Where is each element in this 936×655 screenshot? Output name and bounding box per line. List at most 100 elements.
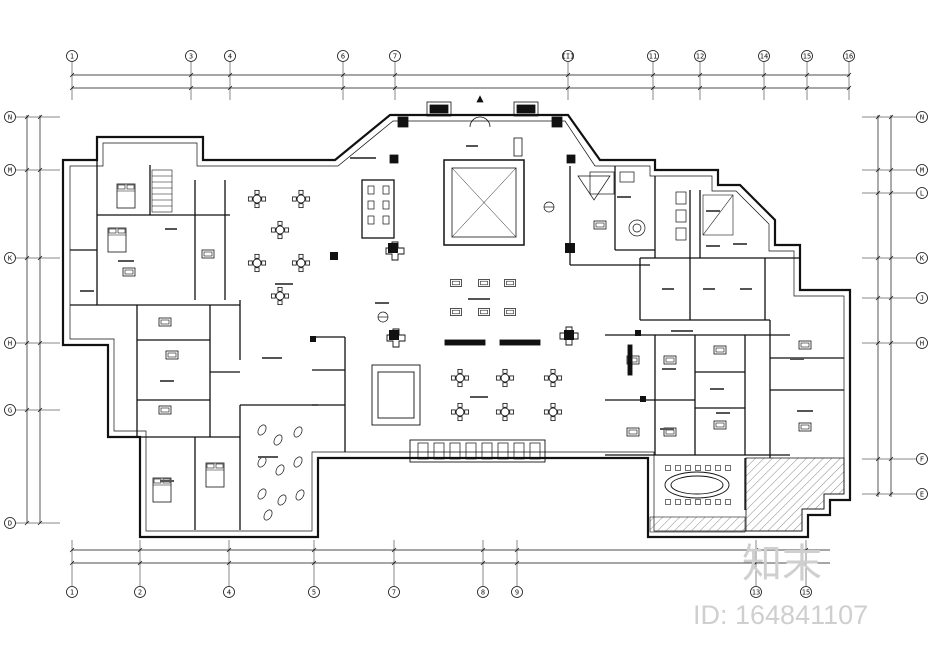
grid-top-9-label: 15 — [803, 53, 811, 61]
event-chair — [257, 424, 267, 436]
grid-right-6-label: F — [920, 456, 924, 464]
grid-left-5-label: D — [8, 520, 12, 528]
annotation-marks — [80, 145, 813, 482]
grid-top-6-label: 11 — [649, 53, 657, 61]
grid-top-5: III — [562, 50, 574, 62]
grid-bottom-0: 1 — [66, 586, 78, 598]
dining-table-4 — [495, 402, 515, 422]
grid-right-4-label: J — [920, 295, 924, 303]
grid-bottom-5: 8 — [477, 586, 489, 598]
grid-right-1: M — [916, 164, 928, 176]
booth-seat — [465, 442, 477, 460]
grid-left-4: G — [4, 404, 16, 416]
grid-bottom-8: 15 — [800, 586, 812, 598]
event-chair — [257, 488, 267, 500]
watermark: 知末 ID: 164841107 — [693, 542, 868, 630]
lounge-sofa-10 — [798, 340, 812, 350]
dining-table-5 — [543, 402, 563, 422]
lobby-sofa-4 — [478, 308, 490, 316]
booth-seat — [497, 442, 509, 460]
booth-seat — [417, 442, 429, 460]
conference-chair — [665, 499, 671, 505]
grid-bottom-3-label: 5 — [312, 589, 316, 597]
cafe-table-2 — [270, 220, 290, 240]
lounge-sofa-6 — [663, 355, 677, 365]
bed-3 — [205, 462, 225, 488]
grid-top-3-label: 6 — [341, 53, 345, 61]
lounge-sofa-2 — [158, 405, 172, 415]
grid-left-3: H — [4, 337, 16, 349]
lounge-sofa-1 — [165, 350, 179, 360]
dining-table-1 — [495, 368, 515, 388]
lobby-sofa-1 — [478, 279, 490, 287]
grid-right-5: H — [916, 337, 928, 349]
grid-top-2: 4 — [224, 50, 236, 62]
grid-left-2: K — [4, 252, 16, 264]
event-chair — [293, 426, 303, 438]
grid-top-0: 1 — [66, 50, 78, 62]
event-chair — [295, 489, 305, 501]
grid-bottom-6: 9 — [511, 586, 523, 598]
grid-left-1: M — [4, 164, 16, 176]
grid-right-4: J — [916, 292, 928, 304]
grid-top-10-label: 16 — [845, 53, 853, 61]
lounge-sofa-3 — [201, 249, 215, 259]
grid-bottom-4-label: 7 — [392, 589, 396, 597]
grid-bottom-3: 5 — [308, 586, 320, 598]
grid-top-7: 12 — [694, 50, 706, 62]
grid-right-7: E — [916, 488, 928, 500]
booth-seat — [433, 442, 445, 460]
grid-right-0-label: N — [920, 114, 924, 122]
grid-bottom-5-label: 8 — [481, 589, 485, 597]
grid-top-6: 11 — [647, 50, 659, 62]
bed-0 — [116, 183, 136, 209]
dining-table-0 — [450, 368, 470, 388]
grid-right-2-label: L — [920, 190, 924, 198]
grid-top-2-label: 4 — [228, 53, 232, 61]
grid-right-1-label: M — [920, 167, 924, 175]
grid-left-0-label: N — [8, 114, 12, 122]
cafe-table-0 — [247, 189, 267, 209]
event-chair — [275, 464, 285, 476]
cafe-table-4 — [291, 253, 311, 273]
booth-seat — [449, 442, 461, 460]
lounge-sofa-5 — [626, 427, 640, 437]
structural-columns — [310, 243, 646, 402]
grid-bottom-2: 4 — [223, 586, 235, 598]
grid-right-3-label: K — [920, 255, 925, 263]
section-marker — [377, 95, 555, 323]
grid-right-6: F — [916, 453, 928, 465]
grid-left-3-label: H — [8, 340, 12, 348]
grid-bottom-7: 13 — [750, 586, 762, 598]
dining-table-3 — [450, 402, 470, 422]
grid-top-4: 7 — [389, 50, 401, 62]
conference-chair — [695, 499, 701, 505]
booth-seat — [481, 442, 493, 460]
grid-right-3: K — [916, 252, 928, 264]
grid-right-5-label: H — [920, 340, 924, 348]
bar-stool — [382, 185, 390, 195]
grid-bottom-0-label: 1 — [70, 589, 74, 597]
grid-bottom-8-label: 15 — [802, 589, 810, 597]
watermark-logo: 知末 — [742, 542, 822, 586]
lobby-sofa-5 — [504, 308, 516, 316]
bed-1 — [107, 227, 127, 253]
grid-top-8: 14 — [758, 50, 770, 62]
grid-left-4-label: G — [8, 407, 12, 415]
bar-stool — [367, 200, 375, 210]
event-chair — [273, 434, 283, 446]
bar-stool — [382, 215, 390, 225]
grid-bottom-1-label: 2 — [138, 589, 142, 597]
grid-top-1-label: 3 — [189, 53, 193, 61]
grid-top-7-label: 12 — [696, 53, 704, 61]
entrance-features — [389, 101, 576, 164]
restroom-fixtures — [577, 171, 687, 241]
lobby-sofa-0 — [450, 279, 462, 287]
conference-chair — [725, 499, 731, 505]
cafe-table-1 — [291, 189, 311, 209]
watermark-id: ID: 164841107 — [693, 600, 868, 630]
booth-seat — [529, 442, 541, 460]
grid-left-1-label: M — [8, 167, 12, 175]
grid-bottom-4: 7 — [388, 586, 400, 598]
